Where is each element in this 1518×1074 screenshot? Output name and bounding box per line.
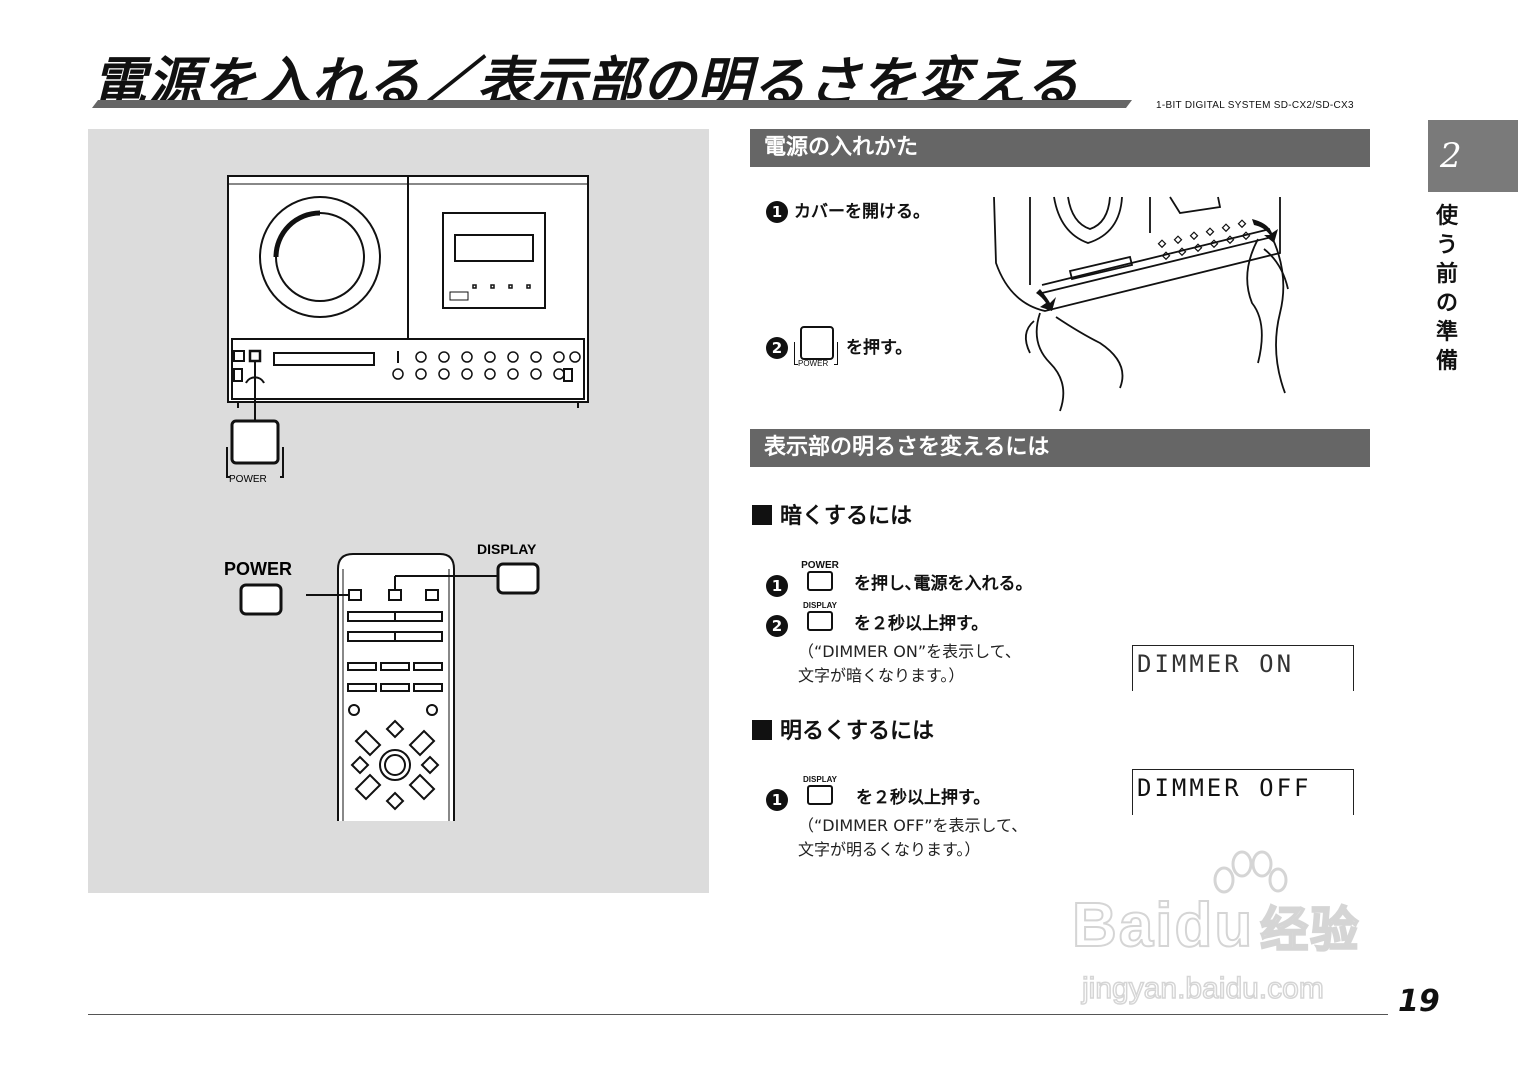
title-underline [92,100,1132,108]
remote-display-button-icon: DISPLAY [794,600,846,636]
brighten-step-1: 1 DISPLAY を２秒以上押す。 [766,774,990,811]
unit-power-callout [226,419,284,478]
power-step-1: 1 カバーを開ける。 [766,197,930,223]
chapter-tab: 2 [1428,120,1518,192]
watermark-brand: Baidu [1071,890,1255,961]
device-illustration: POWER [224,175,589,821]
step-text: を押す。 [846,338,913,358]
step-number: 2 [766,337,788,359]
chapter-title: 使う前の準備 [1435,204,1458,374]
remote-display-callout [496,562,540,595]
paw-icon [1213,850,1288,894]
footer-rule [88,1014,1388,1015]
step-text: を押し､電源を入れる。 [854,574,1033,594]
step-number: 1 [766,575,788,597]
step-number: 1 [766,201,788,223]
remote-power-button-icon: POWER [794,560,846,596]
step-text: を２秒以上押す。 [854,614,989,634]
illustration-panel: POWER [88,129,709,893]
dimmer-section-heading: 表示部の明るさを変えるには [750,429,1370,467]
remote-power-label: POWER [224,559,292,579]
step-number: 1 [766,789,788,811]
unit-power-label: POWER [229,474,267,485]
open-cover-illustration [993,196,1289,412]
main-unit-drawing [227,175,589,421]
lcd-dimmer-on: DIMMER ON [1132,645,1354,691]
page-number: 19 [1398,984,1440,1019]
darken-heading: 暗くするには [752,498,912,530]
power-button-icon: POWER [794,326,840,370]
remote-drawing [306,553,498,821]
step-number: 2 [766,615,788,637]
step-text: カバーを開ける。 [794,202,930,222]
remote-power-callout [239,583,283,616]
remote-display-label: DISPLAY [477,541,537,557]
step-text: を２秒以上押す。 [856,788,991,808]
bullet-square-icon [752,505,772,525]
darken-step-2: 2 DISPLAY を２秒以上押す。 [766,600,988,637]
model-label: 1-BIT DIGITAL SYSTEM SD-CX2/SD-CX3 [1156,100,1354,111]
power-section-heading: 電源の入れかた [750,129,1370,167]
remote-display-button-icon: DISPLAY [794,774,846,810]
watermark-url: jingyan.baidu.com [1081,971,1324,1006]
bullet-square-icon [752,720,772,740]
darken-note: （“DIMMER ON”を表示して、 文字が暗くなります。） [798,642,1021,685]
brighten-heading: 明るくするには [752,713,934,745]
watermark-brand-cn: 经验 [1259,903,1361,958]
darken-step-1: 1 POWER を押し､電源を入れる。 [766,560,1033,597]
brighten-note: （“DIMMER OFF”を表示して、 文字が明るくなります。） [798,816,1028,859]
power-step-2: 2 POWER を押す。 [766,326,912,370]
lcd-dimmer-off: DIMMER OFF [1132,769,1354,815]
